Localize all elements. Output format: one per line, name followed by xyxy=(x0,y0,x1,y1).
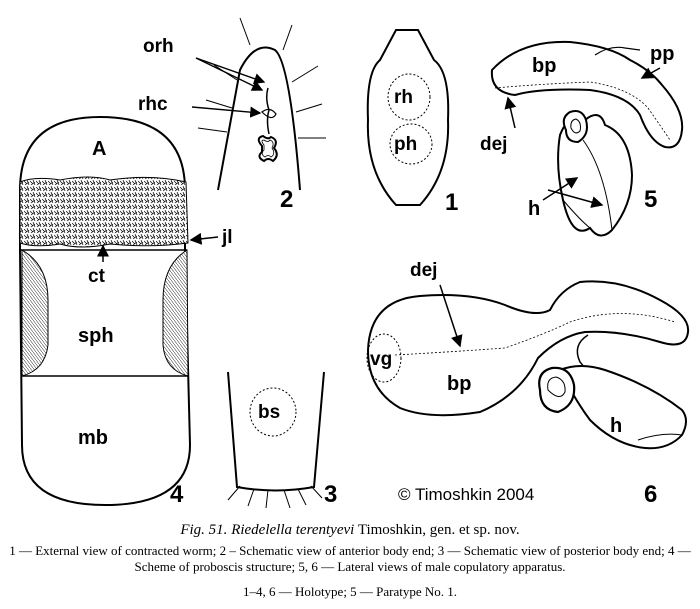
label-bp-6: bp xyxy=(447,373,471,395)
label-pp: pp xyxy=(650,43,674,65)
panel-number-6: 6 xyxy=(644,481,657,508)
label-mb: mb xyxy=(78,427,108,449)
figure-title: Fig. 51. Riedelella terentyevi Timoshkin… xyxy=(0,522,700,539)
hooks-6 xyxy=(558,365,687,450)
panel-number-3: 3 xyxy=(324,481,337,508)
species-name: Riedelella terentyevi xyxy=(231,522,355,538)
label-jl: jl xyxy=(221,227,233,248)
panel-number-2: 2 xyxy=(280,186,293,213)
arrow-dej-6 xyxy=(439,284,463,348)
pharynx-outline xyxy=(389,123,433,165)
label-bs: bs xyxy=(258,402,280,423)
vesicula-outline xyxy=(366,333,402,383)
panel-1-contracted-worm: rh ph 1 xyxy=(366,29,458,216)
label-h-5: h xyxy=(528,198,540,220)
label-A: A xyxy=(92,138,106,160)
posterior-body-outline xyxy=(227,371,325,492)
worm-outline xyxy=(366,29,450,206)
ejaculatory-duct-5 xyxy=(494,81,671,141)
stylet-base xyxy=(538,366,576,414)
bulbus-penis-outline xyxy=(490,40,684,149)
figure-specimens: 1–4, 6 — Holotype; 5 — Paratype No. 1. xyxy=(242,584,458,599)
panel-3-posterior-end: bs 3 xyxy=(227,371,337,509)
copyright-notice: © Timoshkin 2004 xyxy=(398,485,534,504)
panel-6-copulatory-apparatus: dej vg bp h 6 xyxy=(366,260,690,508)
panel-4-proboscis: A jl ct sph mb 4 xyxy=(19,115,233,508)
arrow-rhc xyxy=(191,106,262,118)
left-muscle-region xyxy=(21,249,49,377)
label-rh: rh xyxy=(394,87,413,108)
bristle-band xyxy=(19,176,189,248)
ejaculatory-duct-6 xyxy=(394,313,676,356)
rhynchocoel-canal xyxy=(265,87,270,135)
species-authority: Timoshkin, gen. et sp. nov. xyxy=(357,522,520,538)
arrow-pp xyxy=(640,67,661,79)
figure-legend: 1 — External view of contracted worm; 2 … xyxy=(9,543,691,574)
anterior-body-outline xyxy=(217,46,301,191)
label-dej-5: dej xyxy=(480,134,507,155)
arrow-jl xyxy=(189,232,219,245)
panel-number-1: 1 xyxy=(445,189,458,216)
panel-2-anterior-end: orh rhc 2 xyxy=(138,17,326,213)
arrow-h-5a xyxy=(542,177,579,201)
bulbus-penis-6-outline xyxy=(366,280,690,417)
rhynchodaeum-bulb xyxy=(261,108,277,119)
arrow-dej-5 xyxy=(504,96,517,129)
bursa-outline xyxy=(249,387,297,437)
label-ph: ph xyxy=(394,134,417,155)
label-rhc: rhc xyxy=(138,94,168,115)
label-dej-6: dej xyxy=(410,260,437,281)
label-ct: ct xyxy=(88,266,106,287)
label-h-6: h xyxy=(610,415,622,437)
label-orh: orh xyxy=(143,36,174,57)
label-bp-5: bp xyxy=(532,55,556,77)
panel-number-4: 4 xyxy=(170,481,184,508)
panel-number-5: 5 xyxy=(644,186,657,213)
label-vg: vg xyxy=(370,349,392,370)
arrow-orh-1 xyxy=(195,57,266,85)
right-muscle-region xyxy=(162,249,189,377)
pharynx-cross xyxy=(257,134,278,163)
rhynchodaeum-outline xyxy=(387,73,431,121)
arrow-orh-2 xyxy=(195,57,264,91)
figure-number: Fig. 51. xyxy=(180,522,228,538)
panel-5-copulatory-apparatus: bp pp dej h 5 xyxy=(480,40,684,237)
arrow-h-5b xyxy=(547,189,604,208)
label-sph: sph xyxy=(78,325,114,347)
